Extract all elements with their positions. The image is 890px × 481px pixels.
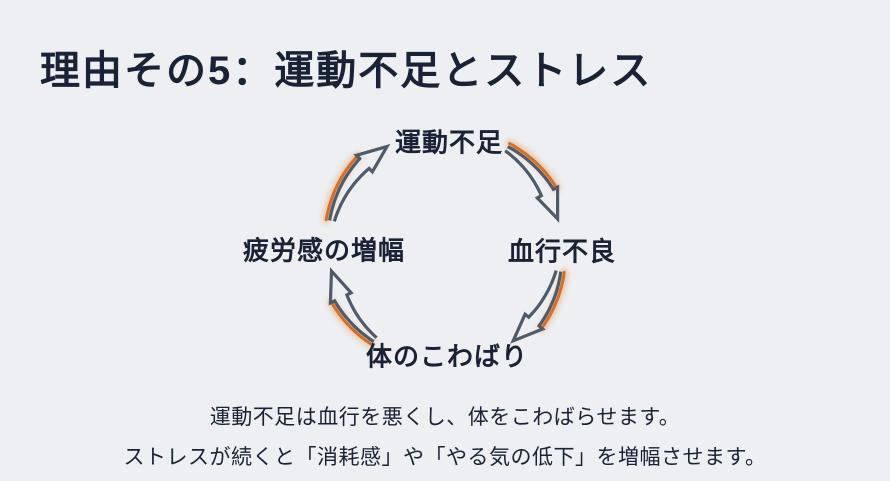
caption-line-2: ストレスが続くと「消耗感」や「やる気の低下」を増幅させます。 [123,446,767,469]
arrow-accent [508,142,558,190]
cycle-arrow-outline [328,143,391,222]
cycle-node-kekkou-furyou: 血行不良 [507,236,617,267]
cycle-node-undou-busoku: 運動不足 [394,127,504,158]
cycle-node-hiroukan-zoufuku: 疲労感の増幅 [242,235,406,266]
cycle-node-karada-kowabari: 体のこわばり [365,341,529,372]
caption-line-1: 運動不足は血行を悪くし、体をこわばらせます。 [209,406,681,429]
caption: 運動不足は血行を悪くし、体をこわばらせます。 ストレスが続くと「消耗感」や「やる… [0,398,890,478]
arrow-accent [324,154,359,222]
slide-title: 理由その5：運動不足とストレス [40,49,653,93]
cycle-arrow-outline [328,267,378,343]
cycle-arrow-outline [510,270,563,344]
arrow-accent [540,270,566,330]
arrow-accent [330,300,374,346]
cycle-arrow-outline [504,145,560,223]
